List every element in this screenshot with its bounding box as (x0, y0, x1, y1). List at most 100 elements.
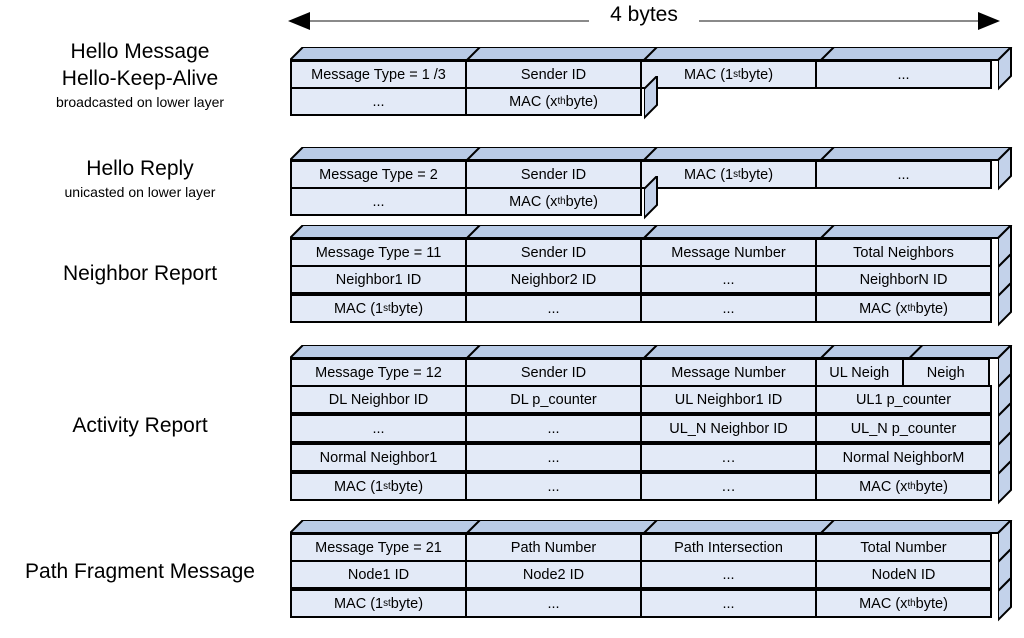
packet-field: UL1 p_counter (815, 385, 992, 414)
packet-field: Message Number (640, 238, 817, 267)
label-subtitle: broadcasted on lower layer (55, 94, 225, 110)
packet-field: ... (465, 294, 642, 323)
label-subtitle: unicasted on lower layer (64, 184, 216, 200)
packet-field: Node2 ID (465, 560, 642, 589)
packet-field: UL_N p_counter (815, 414, 992, 443)
label-hello-reply: Hello Reply unicasted on lower layer (0, 155, 280, 202)
packet-field: Neighbor1 ID (290, 265, 467, 294)
packet-side-face (998, 461, 1012, 505)
packet-field: ... (465, 414, 642, 443)
label-neighbor-report: Neighbor Report (0, 260, 280, 287)
packet-field: Message Number (640, 358, 817, 387)
packet-top-face (290, 225, 1015, 239)
packet-field: ... (290, 187, 467, 216)
packet-field: Message Type = 11 (290, 238, 467, 267)
packet-field: Message Type = 21 (290, 533, 467, 562)
packet-field: ... (290, 87, 467, 116)
packet-field: ... (640, 589, 817, 618)
packet-field: Node1 ID (290, 560, 467, 589)
packet-field: … (640, 443, 817, 472)
packet-field: ... (465, 589, 642, 618)
scale-arrow-left-icon (288, 12, 310, 30)
packet-field: Sender ID (465, 160, 642, 189)
packet-field: DL p_counter (465, 385, 642, 414)
packet-side-face (998, 283, 1012, 327)
packet-field: UL Neighbor1 ID (640, 385, 817, 414)
packet-field: Message Type = 12 (290, 358, 467, 387)
packet-row: Normal Neighbor1...…Normal NeighborM (290, 432, 1012, 476)
packet-field: ... (640, 294, 817, 323)
packet-field: ... (465, 443, 642, 472)
packet-field: Path Intersection (640, 533, 817, 562)
packet-field: Sender ID (465, 358, 642, 387)
packet-field: ... (290, 414, 467, 443)
label-title-line: Neighbor Report (62, 262, 218, 285)
packet-field: Normal Neighbor1 (290, 443, 467, 472)
packet-field: UL Neigh (815, 358, 904, 387)
packet-side-face (998, 520, 1012, 564)
packet-field: Sender ID (465, 60, 642, 89)
packet-field: Total Number (815, 533, 992, 562)
packet-field: UL_N Neighbor ID (640, 414, 817, 443)
packet-side-face (998, 549, 1012, 593)
label-title-line: Hello-Keep-Alive (61, 67, 219, 90)
packet-side-face (644, 76, 658, 120)
packet-field: … (640, 472, 817, 501)
label-title-line: Hello Message (70, 40, 210, 63)
packet-field: Message Type = 1 /3 (290, 60, 467, 89)
packet-side-face (998, 578, 1012, 622)
packet-field: Normal NeighborM (815, 443, 992, 472)
packet-field: Sender ID (465, 238, 642, 267)
packet-side-face (998, 225, 1012, 269)
packet-side-face (998, 254, 1012, 298)
packet-field: NeighborN ID (815, 265, 992, 294)
packet-field: Total Neighbors (815, 238, 992, 267)
packet-side-face (998, 432, 1012, 476)
packet-field: DL Neighbor ID (290, 385, 467, 414)
scale-arrow-right-icon (978, 12, 1000, 30)
byte-scale-indicator: 4 bytes (288, 2, 1000, 38)
packet-top-face (290, 345, 1015, 359)
label-path-fragment-message: Path Fragment Message (0, 558, 280, 585)
packet-side-face (998, 374, 1012, 418)
packet-field: NodeN ID (815, 560, 992, 589)
packet-field: ... (640, 265, 817, 294)
scale-label: 4 bytes (589, 2, 699, 28)
packet-field: Message Type = 2 (290, 160, 467, 189)
packet-field: ... (640, 560, 817, 589)
packet-top-face (290, 147, 1015, 161)
label-title-line: Hello Reply (86, 157, 194, 180)
label-title-line: Path Fragment Message (25, 560, 255, 583)
packet-side-face (998, 345, 1012, 389)
